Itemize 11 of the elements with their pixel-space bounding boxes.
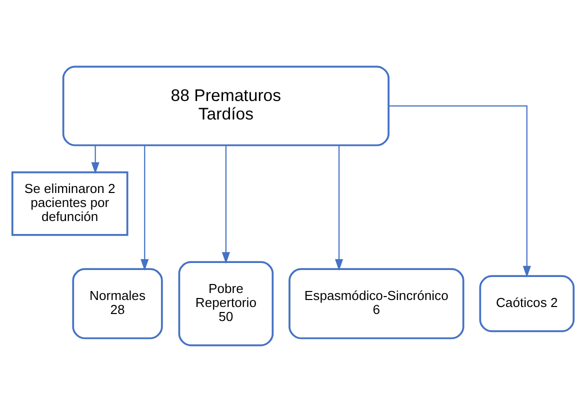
node-box: 88 Prematuros Tardíos [62,65,390,146]
arrow [140,144,149,270]
node-box: Normales 28 [72,268,163,339]
arrow [334,144,344,270]
arrow [388,104,531,277]
node-box: Pobre Repertorio 50 [178,260,274,346]
arrow [91,144,100,174]
node-box: Espasmódico-Sincrónico 6 [288,268,464,339]
node-box: Caóticos 2 [479,274,575,332]
arrow [222,144,230,264]
node-box: Se eliminaron 2 pacientes por defunción [11,170,128,236]
